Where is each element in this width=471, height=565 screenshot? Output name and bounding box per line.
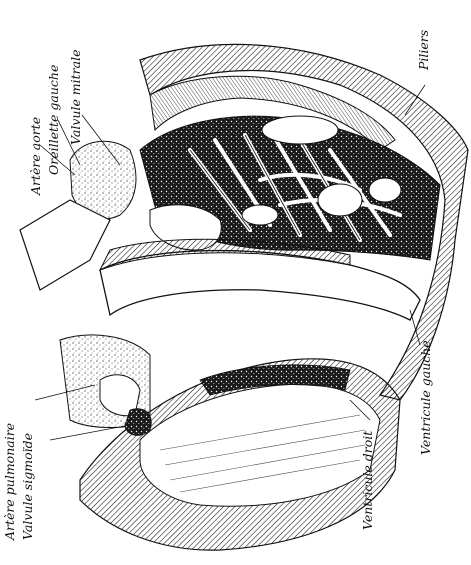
label-valvule-mitrale: Valvule mitrale <box>70 49 83 145</box>
aorta-tube <box>20 200 110 290</box>
interventricular-septum <box>100 251 420 320</box>
label-ventricule-gauche: Ventricule gauche <box>420 340 433 455</box>
label-piliers: Piliers <box>418 30 431 70</box>
sigmoid-valve <box>125 409 151 436</box>
label-oreillette-gauche: Oreillette gauche <box>48 65 61 175</box>
label-ventricule-droit: Ventricule droit <box>362 431 375 530</box>
label-artere-aorte: Artère aorte <box>30 117 43 195</box>
label-valvule-sigmoide: Valvule sigmoïde <box>22 433 35 540</box>
label-artere-pulmonaire: Artère pulmonaire <box>4 423 17 540</box>
